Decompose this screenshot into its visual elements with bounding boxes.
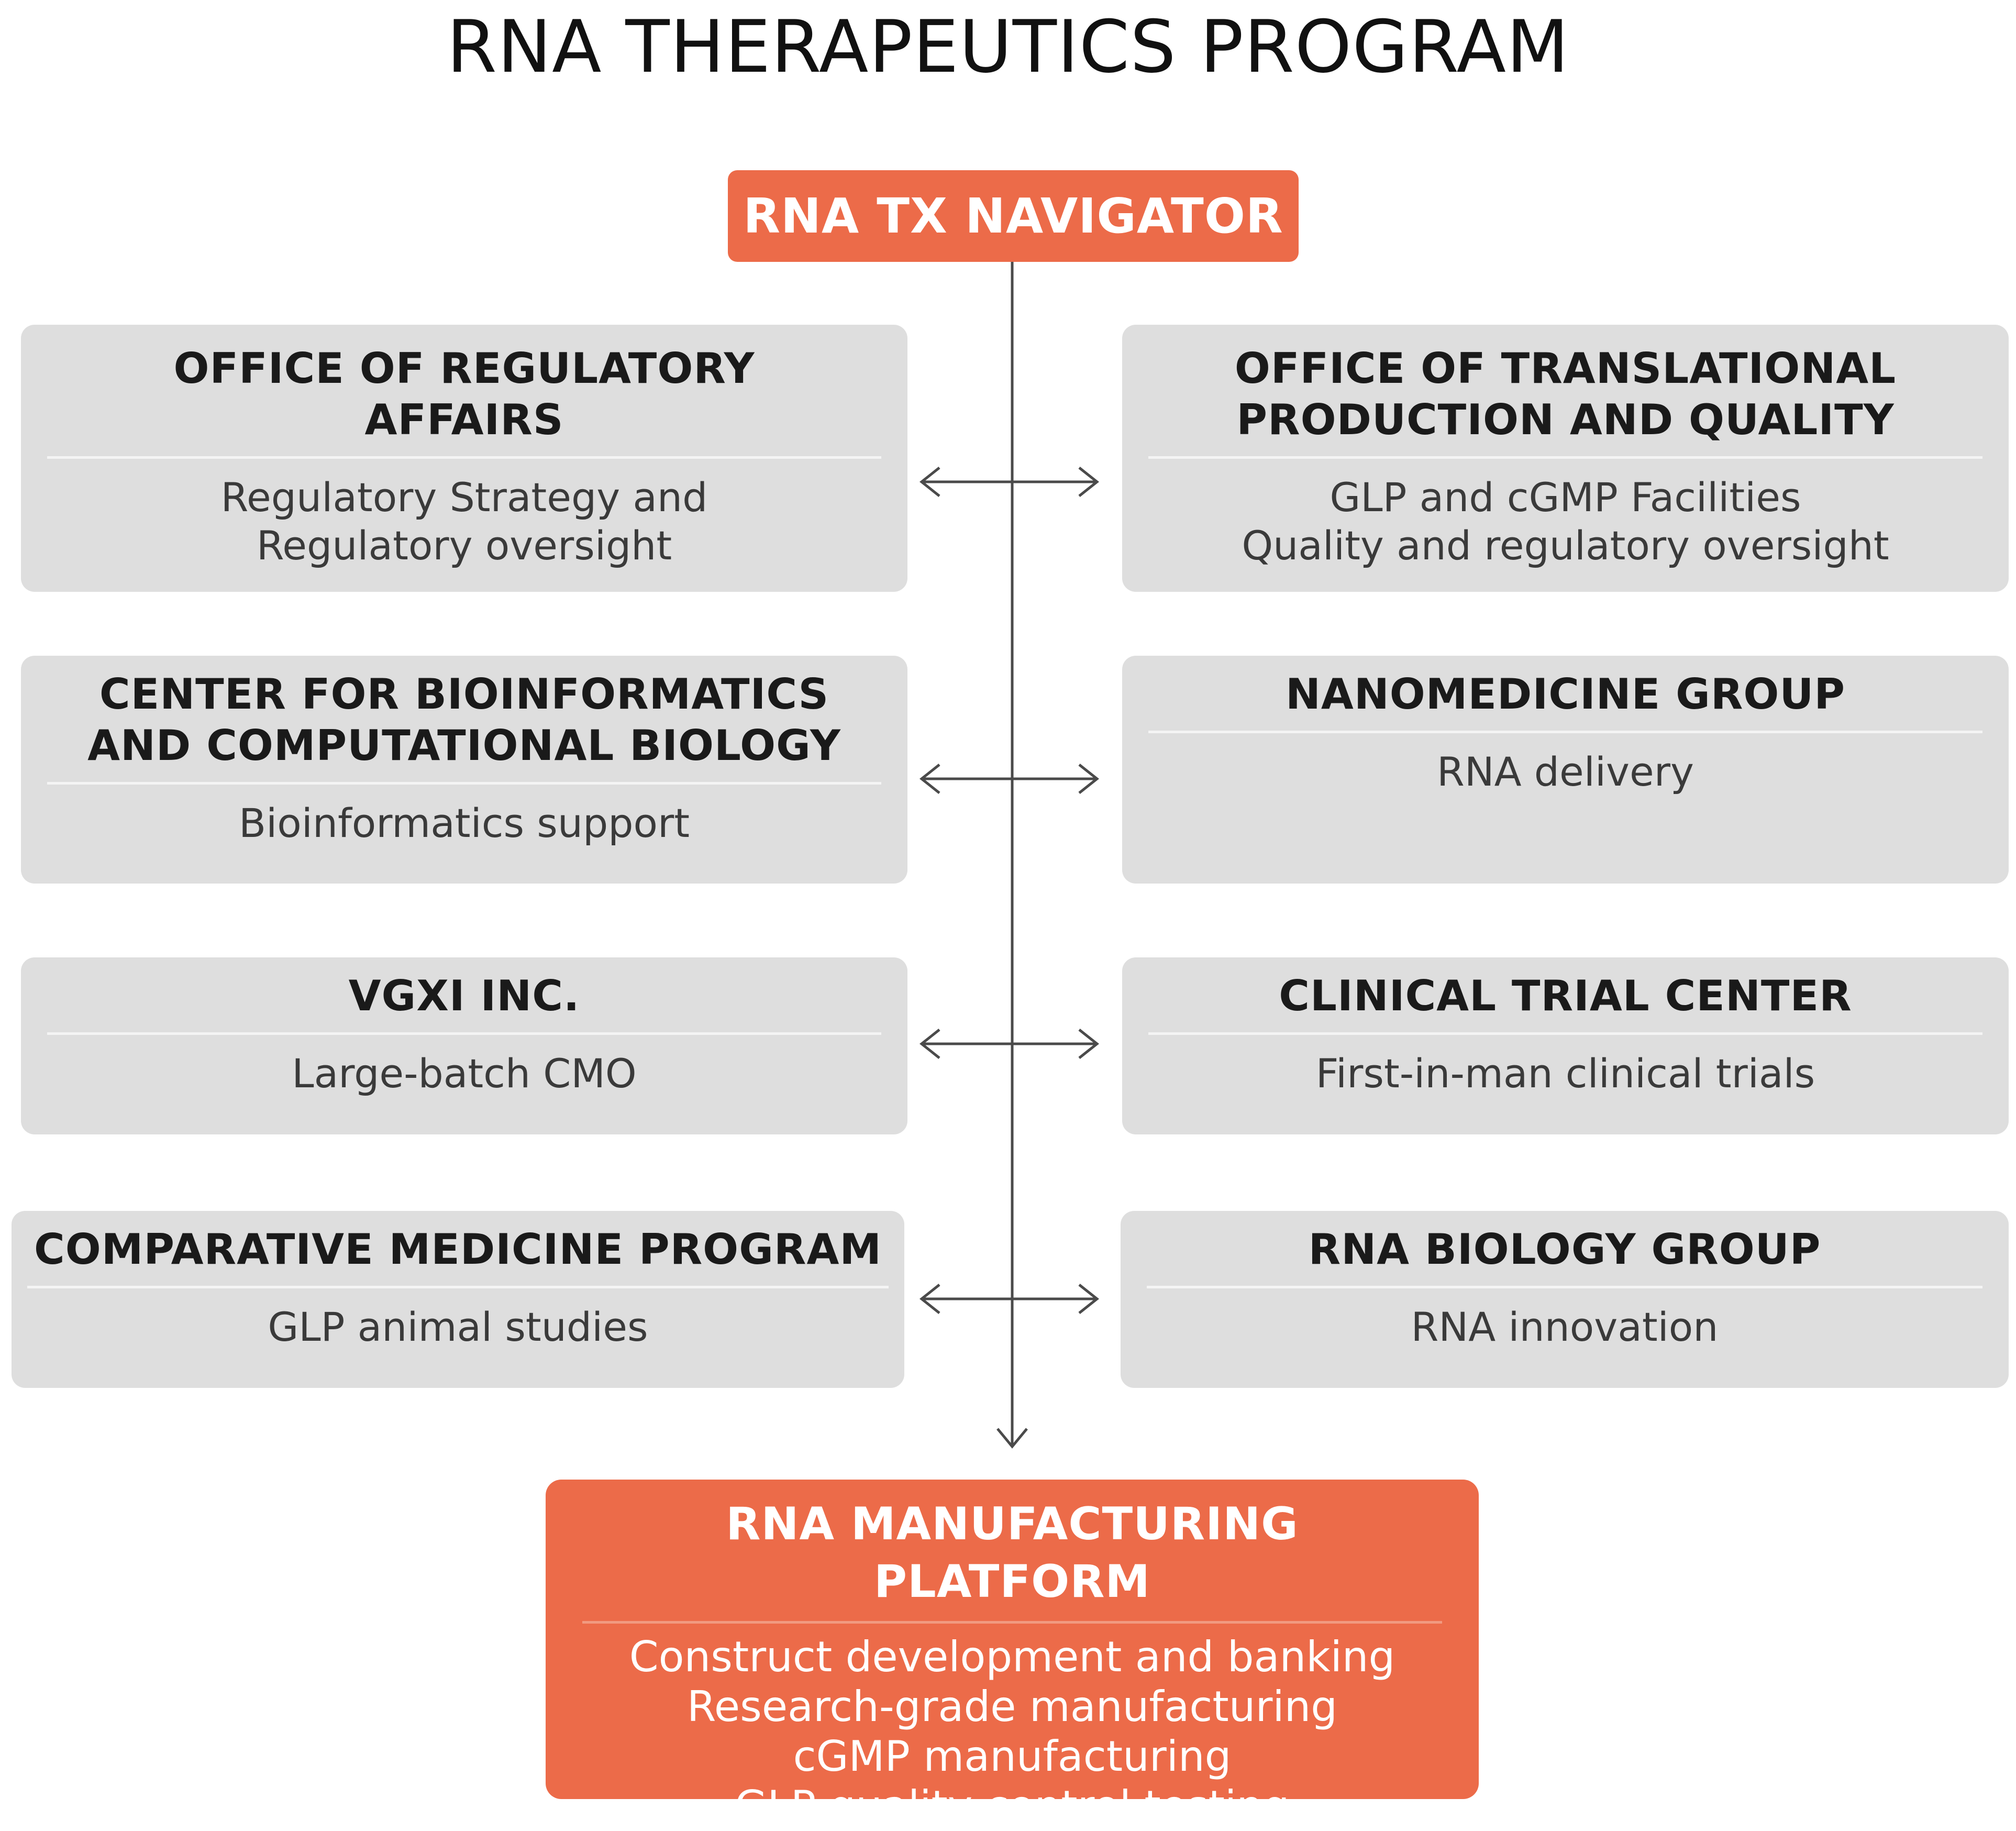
unit-title-line: AND COMPUTATIONAL BIOLOGY bbox=[87, 721, 841, 770]
unit-title-line: VGXI INC. bbox=[348, 972, 580, 1020]
unit-divider bbox=[47, 1032, 881, 1035]
unit-divider bbox=[1148, 1032, 1982, 1035]
unit-divider bbox=[1148, 731, 1982, 733]
link-arrow-row-4 bbox=[919, 1284, 1100, 1314]
unit-divider bbox=[27, 1286, 889, 1288]
comparative-medicine-program-box: COMPARATIVE MEDICINE PROGRAM GLP animal … bbox=[12, 1211, 904, 1388]
unit-description-line: GLP and cGMP Facilities bbox=[1330, 474, 1801, 521]
manufacturing-line: cGMP manufacturing bbox=[793, 1732, 1232, 1781]
unit-title-line: AFFAIRS bbox=[364, 395, 564, 444]
unit-description-line: Large-batch CMO bbox=[292, 1050, 637, 1097]
nanomedicine-group-box: NANOMEDICINE GROUP RNA delivery bbox=[1122, 656, 2009, 884]
manufacturing-line: GLP quality control testing bbox=[735, 1782, 1290, 1830]
unit-title-line: NANOMEDICINE GROUP bbox=[1285, 670, 1846, 719]
manufacturing-title: RNA MANUFACTURING PLATFORM bbox=[726, 1498, 1299, 1608]
unit-title-line: CENTER FOR BIOINFORMATICS bbox=[99, 670, 829, 719]
unit-description-line: Regulatory Strategy and bbox=[220, 474, 708, 521]
unit-title-line: OFFICE OF REGULATORY bbox=[173, 344, 755, 393]
link-arrow-row-3 bbox=[919, 1029, 1100, 1059]
unit-title-line: CLINICAL TRIAL CENTER bbox=[1279, 972, 1852, 1020]
unit-title-line: COMPARATIVE MEDICINE PROGRAM bbox=[34, 1225, 882, 1274]
manufacturing-line: Research-grade manufacturing bbox=[686, 1682, 1338, 1731]
link-arrow-row-1 bbox=[919, 467, 1100, 497]
rna-biology-group-box: RNA BIOLOGY GROUP RNA innovation bbox=[1121, 1211, 2009, 1388]
office-of-regulatory-affairs-box: OFFICE OF REGULATORY AFFAIRS Regulatory … bbox=[21, 325, 907, 592]
unit-description-line: First-in-man clinical trials bbox=[1315, 1050, 1815, 1097]
rna-manufacturing-platform-box: RNA MANUFACTURING PLATFORM Construct dev… bbox=[546, 1480, 1479, 1830]
unit-title-line: OFFICE OF TRANSLATIONAL bbox=[1234, 344, 1897, 393]
unit-description-line: Bioinformatics support bbox=[238, 800, 690, 846]
rna-tx-navigator-box: RNA TX NAVIGATOR bbox=[728, 170, 1299, 262]
unit-divider bbox=[1147, 1286, 1982, 1288]
unit-description-line: RNA innovation bbox=[1411, 1304, 1719, 1350]
unit-description-line: Quality and regulatory oversight bbox=[1242, 522, 1889, 569]
manufacturing-divider bbox=[582, 1621, 1442, 1624]
unit-description-line: RNA delivery bbox=[1437, 748, 1694, 795]
diagram-title: RNA THERAPEUTICS PROGRAM bbox=[447, 5, 1569, 89]
link-arrow-row-2 bbox=[919, 764, 1100, 794]
unit-divider bbox=[1148, 456, 1982, 459]
unit-title-line: PRODUCTION AND QUALITY bbox=[1236, 395, 1895, 444]
manufacturing-line: Construct development and banking bbox=[629, 1633, 1395, 1681]
unit-description-line: GLP animal studies bbox=[268, 1304, 648, 1350]
unit-divider bbox=[47, 456, 881, 459]
clinical-trial-center-box: CLINICAL TRIAL CENTER First-in-man clini… bbox=[1122, 957, 2009, 1134]
office-of-translational-production-box: OFFICE OF TRANSLATIONAL PRODUCTION AND Q… bbox=[1122, 325, 2009, 592]
center-for-bioinformatics-box: CENTER FOR BIOINFORMATICS AND COMPUTATIO… bbox=[21, 656, 907, 884]
vgxi-inc-box: VGXI INC. Large-batch CMO bbox=[21, 957, 907, 1134]
unit-divider bbox=[47, 782, 881, 785]
unit-title-line: RNA BIOLOGY GROUP bbox=[1308, 1225, 1821, 1274]
main-vertical-arrowhead bbox=[996, 1428, 1028, 1449]
unit-description-line: Regulatory oversight bbox=[256, 522, 672, 569]
